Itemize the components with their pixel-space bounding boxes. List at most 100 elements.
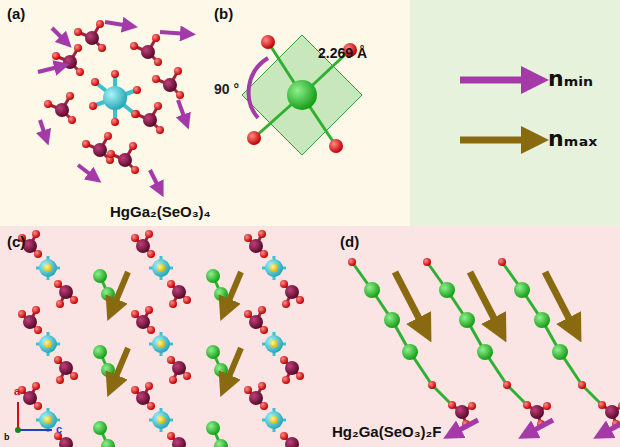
atom (157, 264, 165, 272)
atom (285, 437, 299, 447)
atom (141, 45, 155, 59)
optic-arrow (178, 100, 186, 122)
atom (55, 103, 69, 117)
atom (249, 315, 263, 329)
panel-letter: (b) (214, 6, 233, 21)
atom (282, 300, 290, 308)
atom (270, 264, 278, 272)
optic-arrow (112, 348, 128, 386)
atom (428, 381, 436, 389)
atom (167, 356, 175, 364)
atom (172, 285, 186, 299)
atom (280, 280, 288, 288)
atom (34, 326, 42, 334)
atom (459, 312, 475, 328)
atom (265, 335, 283, 353)
atom (18, 310, 26, 318)
atom (244, 234, 252, 242)
axis-a (17, 402, 19, 430)
atom (176, 91, 184, 99)
panel-letter: (d) (340, 234, 359, 249)
atom (91, 78, 99, 86)
legend-text: nₘₐₓ (548, 128, 597, 150)
atom (498, 258, 506, 266)
atom (44, 264, 52, 272)
atom (530, 405, 544, 419)
atom (59, 437, 73, 447)
atom (534, 312, 550, 328)
panel-letter: (c) (7, 234, 25, 249)
atom (285, 285, 299, 299)
atom (296, 296, 304, 304)
atom (59, 285, 73, 299)
atom (402, 344, 418, 360)
atom (514, 282, 530, 298)
atom (152, 411, 170, 429)
atom (32, 382, 40, 390)
optic-arrow (112, 272, 128, 310)
atom (131, 110, 139, 118)
atom (34, 402, 42, 410)
atom (618, 402, 620, 410)
atom (98, 44, 106, 52)
atom (54, 280, 62, 288)
optic-arrow (452, 420, 478, 434)
optic-arrow (38, 66, 62, 72)
atom (107, 150, 115, 158)
atom (258, 230, 266, 238)
atom (364, 282, 380, 298)
optic-arrow (602, 420, 620, 434)
atom (578, 381, 586, 389)
atom (543, 402, 551, 410)
atom (101, 363, 115, 377)
atom (23, 391, 37, 405)
atom (145, 230, 153, 238)
atom (270, 340, 278, 348)
atom (129, 142, 137, 150)
optic-arrow (470, 272, 500, 330)
atom (523, 401, 531, 409)
atom (82, 140, 90, 148)
atom (244, 310, 252, 318)
atom (93, 345, 107, 359)
atom (74, 44, 82, 52)
atom (287, 80, 317, 110)
atom (111, 70, 119, 78)
atom (503, 381, 511, 389)
atom (468, 402, 476, 410)
atom (261, 35, 275, 49)
optic-arrow (225, 272, 241, 310)
atom (63, 55, 77, 69)
atom (285, 361, 299, 375)
atom (56, 376, 64, 384)
atom (93, 269, 107, 283)
atom (143, 113, 157, 127)
atom (118, 153, 132, 167)
atom (206, 421, 220, 435)
atom (152, 259, 170, 277)
atom (131, 166, 139, 174)
atom (384, 312, 400, 328)
atom (423, 258, 431, 266)
atom (265, 259, 283, 277)
atom (32, 230, 40, 238)
atom (145, 382, 153, 390)
atom (39, 411, 57, 429)
atom (152, 335, 170, 353)
atom (169, 300, 177, 308)
atom (152, 34, 160, 42)
atom (39, 335, 57, 353)
optic-arrow (52, 28, 66, 42)
atom (552, 344, 568, 360)
axis-label: a (14, 386, 20, 397)
atom (247, 131, 261, 145)
atom (136, 391, 150, 405)
atom (130, 42, 138, 50)
atom (172, 437, 186, 447)
optic-arrow (527, 420, 553, 434)
atom (15, 427, 21, 433)
atom (74, 28, 82, 36)
atom (605, 405, 619, 419)
atom (154, 102, 162, 110)
atom (59, 361, 73, 375)
